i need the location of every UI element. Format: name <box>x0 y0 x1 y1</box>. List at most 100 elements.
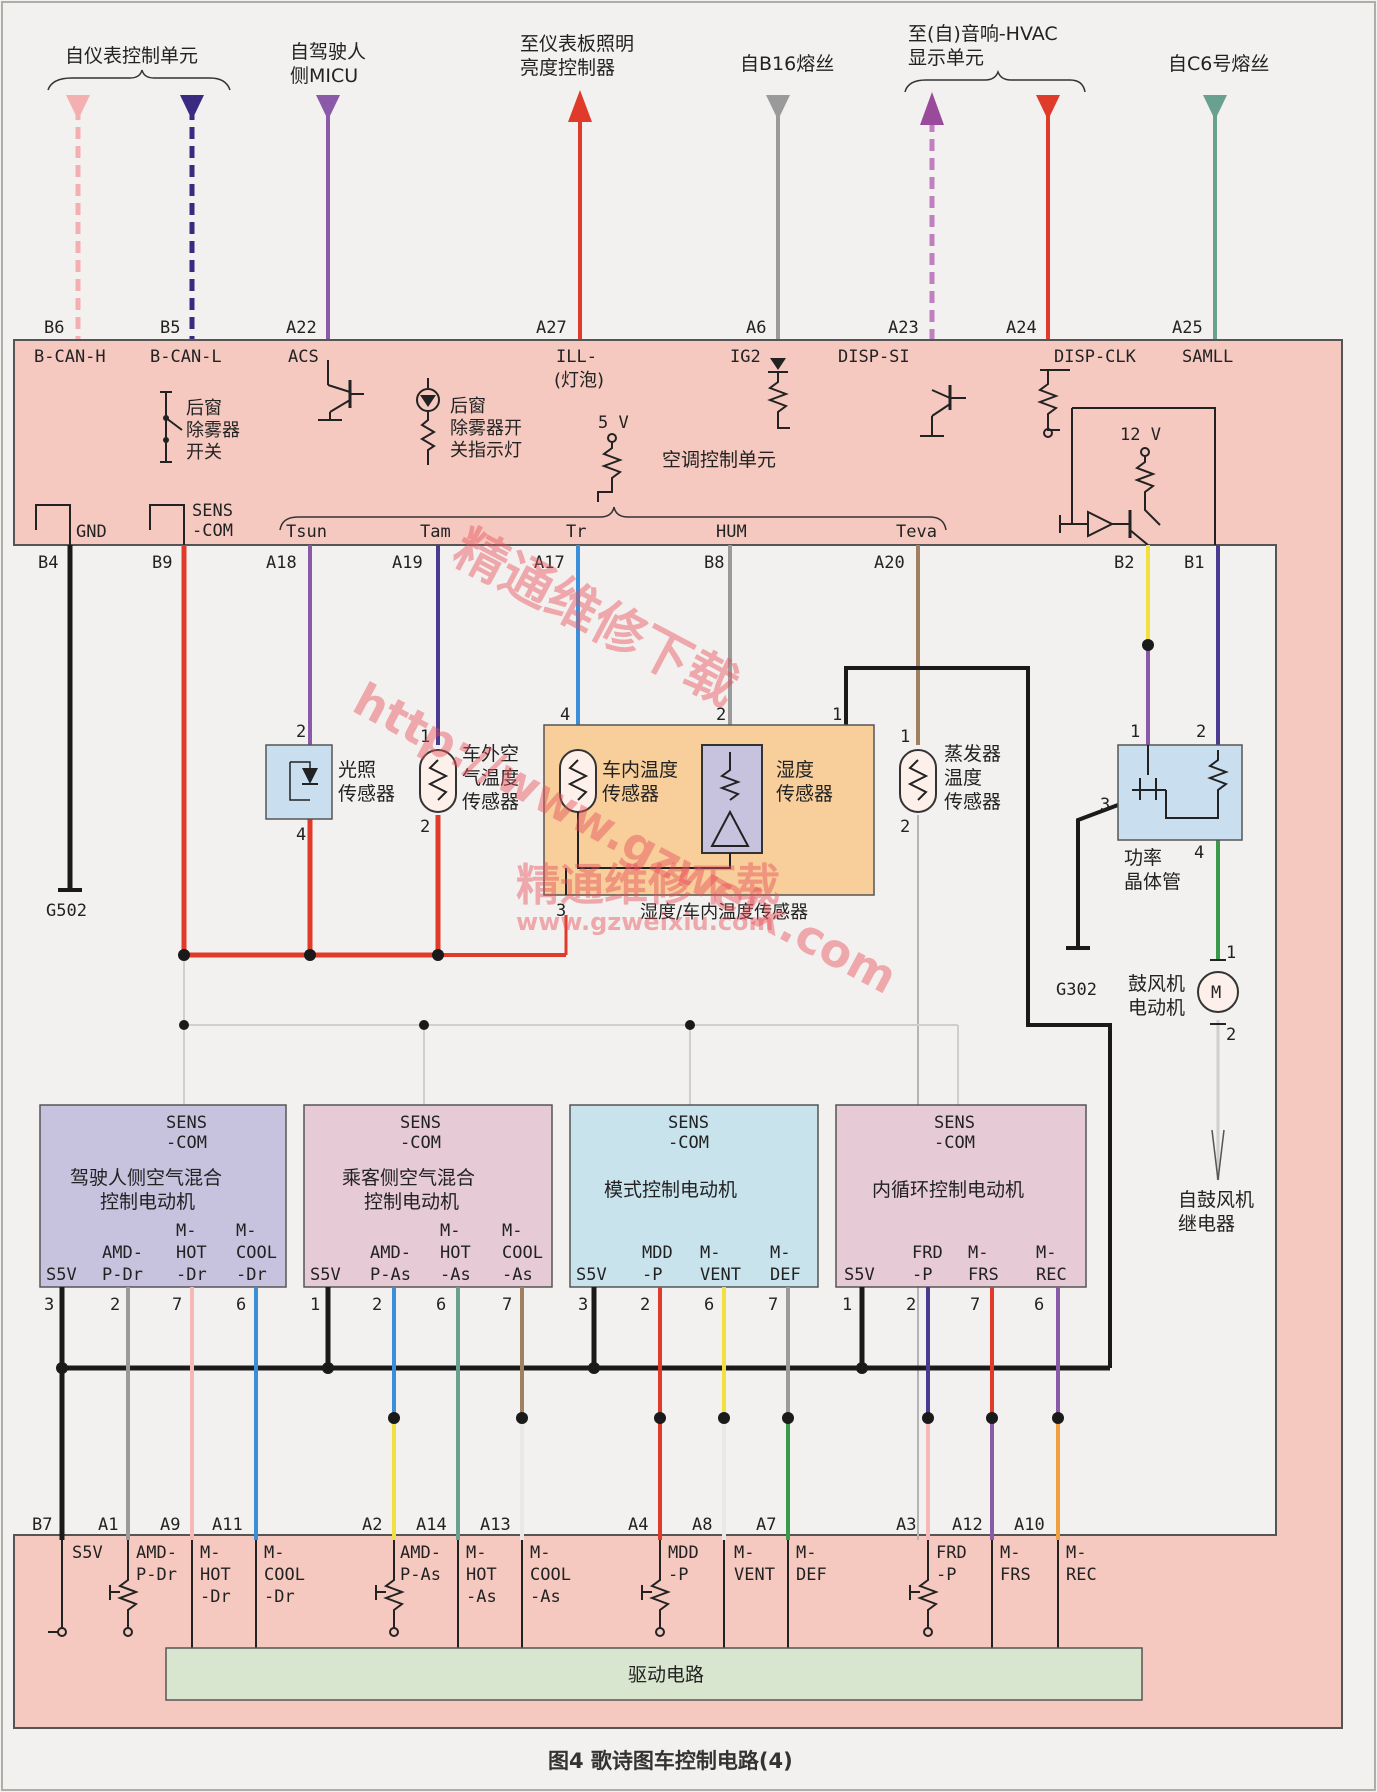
svg-text:-As: -As <box>530 1587 561 1607</box>
svg-text:7: 7 <box>172 1295 182 1315</box>
svg-text:M-: M- <box>440 1221 460 1241</box>
defog-switch-label-2: 除雾器 <box>186 420 240 441</box>
svg-text:自鼓风机: 自鼓风机 <box>1178 1189 1254 1211</box>
svg-text:A3: A3 <box>896 1515 916 1535</box>
brace-audio <box>904 69 1086 93</box>
blower-motor <box>1197 971 1239 1013</box>
svg-text:S5V: S5V <box>46 1265 77 1285</box>
svg-text:-As: -As <box>440 1265 471 1285</box>
pin-a20: A20 <box>874 553 905 573</box>
svg-text:SENS: SENS <box>400 1113 441 1133</box>
svg-text:M-: M- <box>700 1243 720 1263</box>
svg-text:-Dr: -Dr <box>176 1265 207 1285</box>
motor-driver-blend <box>39 1104 287 1288</box>
svg-text:内循环控制电动机: 内循环控制电动机 <box>872 1179 1024 1201</box>
svg-text:2: 2 <box>716 705 726 725</box>
svg-text:1: 1 <box>832 705 842 725</box>
svg-text:S5V: S5V <box>576 1265 607 1285</box>
sensor-wires: G502 G302 <box>46 545 1225 1540</box>
svg-text:驾驶人侧空气混合: 驾驶人侧空气混合 <box>70 1167 222 1189</box>
svg-text:1: 1 <box>1226 943 1236 963</box>
pin-a24: A24 <box>1006 318 1037 338</box>
svg-text:AMD-: AMD- <box>136 1543 177 1563</box>
svg-text:6: 6 <box>236 1295 246 1315</box>
svg-text:-As: -As <box>502 1265 533 1285</box>
motor-mode <box>569 1104 819 1288</box>
figure-caption: 图4 歌诗图车控制电路(4) <box>548 1749 793 1773</box>
bottom-signals: S5V AMD- P-Dr M- HOT -Dr M- COOL -Dr AMD… <box>48 1540 1097 1648</box>
svg-text:A9: A9 <box>160 1515 180 1535</box>
svg-text:2: 2 <box>372 1295 382 1315</box>
svg-text:-COM: -COM <box>400 1133 441 1153</box>
svg-text:传感器: 传感器 <box>602 783 659 805</box>
defog-led-label-1: 后窗 <box>450 396 486 417</box>
ground-g502: G502 <box>46 901 87 921</box>
svg-text:FRD: FRD <box>912 1243 943 1263</box>
sig-disp-clk: DISP-CLK <box>1054 347 1137 367</box>
supply-12v: 12 V <box>1120 425 1161 445</box>
defog-led-label-2: 除雾器开 <box>450 418 522 439</box>
pin-a27: A27 <box>536 318 567 338</box>
svg-text:COOL: COOL <box>530 1565 571 1585</box>
svg-text:控制电动机: 控制电动机 <box>100 1191 195 1213</box>
sig-ig2: IG2 <box>730 347 761 367</box>
svg-text:传感器: 传感器 <box>462 791 519 813</box>
svg-text:2: 2 <box>110 1295 120 1315</box>
pin-a6: A6 <box>746 318 766 338</box>
defog-led-label-3: 关指示灯 <box>450 440 522 461</box>
svg-text:P-As: P-As <box>400 1565 441 1585</box>
svg-text:FRS: FRS <box>968 1265 999 1285</box>
svg-text:2: 2 <box>296 722 306 742</box>
mid-pin-labels: B4 B9 A18 A19 A17 B8 A20 B2 B1 <box>38 553 1204 573</box>
power-transistor-box <box>1117 744 1243 841</box>
sun-sensor-box <box>265 744 333 820</box>
svg-text:车内温度: 车内温度 <box>602 759 678 781</box>
svg-text:模式控制电动机: 模式控制电动机 <box>604 1179 737 1201</box>
svg-text:HOT: HOT <box>440 1243 471 1263</box>
sig-gnd: GND <box>76 522 107 542</box>
label-instrument-ctrl: 自仪表控制单元 <box>65 45 198 67</box>
drive-circuit-box <box>165 1647 1143 1701</box>
svg-text:FRD: FRD <box>936 1543 967 1563</box>
svg-text:湿度: 湿度 <box>776 759 814 781</box>
svg-text:P-Dr: P-Dr <box>136 1565 177 1585</box>
svg-text:2: 2 <box>906 1295 916 1315</box>
svg-text:2: 2 <box>1196 722 1206 742</box>
svg-text:-Dr: -Dr <box>236 1265 267 1285</box>
svg-text:6: 6 <box>1034 1295 1044 1315</box>
pin-b8: B8 <box>704 553 724 573</box>
arrow-in-b5 <box>180 95 204 120</box>
svg-text:车外空: 车外空 <box>462 743 519 765</box>
svg-text:2: 2 <box>900 817 910 837</box>
svg-text:A1: A1 <box>98 1515 118 1535</box>
svg-text:7: 7 <box>970 1295 980 1315</box>
svg-text:M: M <box>1211 983 1221 1003</box>
label-b16-fuse: 自B16熔丝 <box>740 53 834 75</box>
drive-circuit-label: 驱动电路 <box>628 1664 704 1686</box>
svg-text:S5V: S5V <box>844 1265 875 1285</box>
svg-text:SENS: SENS <box>668 1113 709 1133</box>
svg-text:4: 4 <box>560 705 570 725</box>
sig-ill: ILL- <box>556 347 597 367</box>
svg-text:P-As: P-As <box>370 1265 411 1285</box>
sensors: 2 4 光照 传感器 1 2 车外空 气温度 传感器 4 车内温度 传感器 2 … <box>265 705 1254 1235</box>
svg-text:A14: A14 <box>416 1515 447 1535</box>
svg-text:1: 1 <box>420 727 430 747</box>
svg-text:1: 1 <box>1130 722 1140 742</box>
svg-text:传感器: 传感器 <box>776 783 833 805</box>
sig-tam: Tam <box>420 522 451 542</box>
motor-boxes: SENS -COM 驾驶人侧空气混合 控制电动机 S5V AMD- P-Dr M… <box>39 1104 1087 1288</box>
svg-text:7: 7 <box>502 1295 512 1315</box>
svg-text:AMD-: AMD- <box>400 1543 441 1563</box>
pin-a18: A18 <box>266 553 297 573</box>
svg-text:鼓风机: 鼓风机 <box>1128 973 1185 995</box>
svg-text:A8: A8 <box>692 1515 712 1535</box>
svg-text:功率: 功率 <box>1124 847 1162 869</box>
svg-text:-P: -P <box>936 1565 956 1585</box>
svg-text:电动机: 电动机 <box>1128 997 1185 1019</box>
svg-text:M-: M- <box>200 1543 220 1563</box>
label-c6-fuse: 自C6号熔丝 <box>1168 53 1269 75</box>
sig-acs: ACS <box>288 347 319 367</box>
